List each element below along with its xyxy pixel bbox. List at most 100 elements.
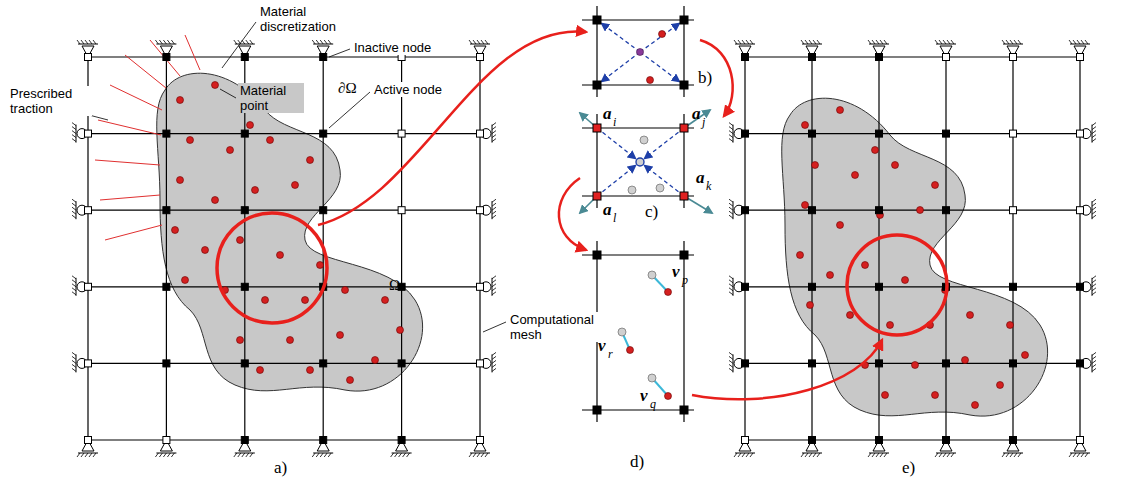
hatch xyxy=(72,288,76,291)
inactive-node xyxy=(398,207,405,214)
material-point xyxy=(912,362,919,369)
material-point xyxy=(267,137,274,144)
hatch xyxy=(473,40,476,44)
hatch xyxy=(72,207,76,210)
hatch xyxy=(1006,40,1009,44)
traction-line xyxy=(150,40,180,76)
mesh-line xyxy=(479,57,480,440)
hatch xyxy=(872,40,875,44)
mesh-line xyxy=(88,286,480,287)
active-node xyxy=(943,437,950,444)
hatch xyxy=(391,453,394,457)
hatch xyxy=(1002,453,1005,457)
hatch xyxy=(72,368,76,371)
hatch xyxy=(72,276,76,279)
material-point xyxy=(172,227,179,234)
old-position xyxy=(628,186,636,194)
hatch xyxy=(729,131,733,134)
mesh-line xyxy=(166,57,167,440)
mesh-line xyxy=(945,57,946,440)
material-point xyxy=(227,147,234,154)
mapping-arrow xyxy=(597,128,635,158)
process-arrow xyxy=(318,31,586,225)
grid-node xyxy=(593,81,601,89)
hatch xyxy=(250,453,253,457)
hatch xyxy=(734,453,737,457)
hatch xyxy=(1069,453,1072,457)
body-region xyxy=(157,73,423,391)
hatch xyxy=(1092,368,1096,371)
grid-node xyxy=(593,124,601,132)
hatch xyxy=(1092,131,1096,134)
hatch xyxy=(492,292,496,295)
hatch xyxy=(1081,453,1084,457)
hatch xyxy=(72,131,76,134)
hatch xyxy=(492,207,496,210)
grid-node xyxy=(680,251,688,259)
hatch xyxy=(817,453,820,457)
vector-subscript: k xyxy=(706,179,711,194)
hatch xyxy=(250,40,253,44)
active-node xyxy=(320,360,327,367)
hatch xyxy=(947,453,950,457)
hatch xyxy=(1092,360,1096,363)
hatch xyxy=(729,276,733,279)
hatch xyxy=(729,211,733,214)
hatch xyxy=(729,123,733,126)
hatch xyxy=(868,40,871,44)
material-point xyxy=(382,297,389,304)
panel-letter: d) xyxy=(630,452,644,472)
hatch xyxy=(477,453,480,457)
hatch xyxy=(81,40,84,44)
material-point xyxy=(837,222,844,229)
zoom-circle xyxy=(847,235,947,335)
hatch xyxy=(1092,276,1096,279)
hatch xyxy=(738,40,741,44)
vector-symbol: a xyxy=(603,200,612,220)
hatch xyxy=(407,453,410,457)
active-node xyxy=(943,207,950,214)
panel-letter: e) xyxy=(902,458,915,478)
material-point xyxy=(892,162,899,169)
active-node xyxy=(163,54,170,61)
hatch xyxy=(93,40,96,44)
active-node xyxy=(943,130,950,137)
zoom-circle xyxy=(217,213,327,323)
active-node xyxy=(742,283,749,290)
material-point xyxy=(262,297,269,304)
hatch xyxy=(316,40,319,44)
active-node xyxy=(1010,437,1017,444)
hatch xyxy=(72,284,76,287)
traction-line xyxy=(105,225,162,240)
hatch xyxy=(1018,40,1021,44)
traction-line xyxy=(125,55,166,88)
hatch xyxy=(492,127,496,130)
hatch xyxy=(72,127,76,130)
hatch xyxy=(935,453,938,457)
material-point xyxy=(307,157,314,164)
active-node xyxy=(241,207,248,214)
active-node xyxy=(876,207,883,214)
active-node xyxy=(809,207,816,214)
material-point xyxy=(917,207,924,214)
active-node xyxy=(398,360,405,367)
material-point xyxy=(397,327,404,334)
material-point xyxy=(862,262,869,269)
vector-subscript: p xyxy=(682,273,688,288)
hatch xyxy=(481,40,484,44)
mesh-line xyxy=(878,57,879,440)
inactive-node xyxy=(85,360,92,367)
hatch xyxy=(729,135,733,138)
hatch xyxy=(89,40,92,44)
active-node xyxy=(241,54,248,61)
process-arrow xyxy=(559,178,586,250)
material-point xyxy=(237,237,244,244)
hatch xyxy=(1092,135,1096,138)
active-node xyxy=(742,54,749,61)
hatch xyxy=(729,360,733,363)
hatch xyxy=(167,453,170,457)
mesh-panel xyxy=(782,98,1048,416)
hatch xyxy=(492,364,496,367)
material-point xyxy=(797,252,804,259)
